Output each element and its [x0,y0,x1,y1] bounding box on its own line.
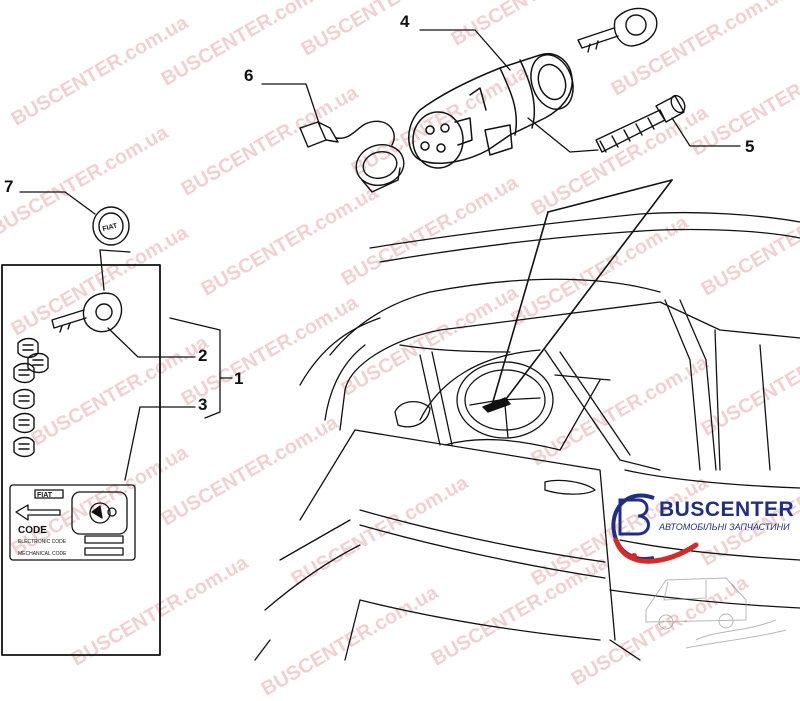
ignition-key-loose [577,7,658,53]
callout-5: 5 [745,137,754,156]
callout-4: 4 [400,12,410,31]
logo-van-illustration [645,577,787,649]
callout-1: 1 [234,369,243,388]
logo-swoosh [613,537,699,564]
shear-bolt [595,94,686,153]
callout-labels: 4 6 5 7 2 1 3 [4,12,754,414]
callout-3: 3 [198,395,207,414]
zoom-cone [491,179,673,408]
buscenter-logo: BUSCENTER АВТОМОБІЛЬНІ ЗАПЧАСТИНИ [606,470,796,660]
immobiliser-antenna-connector [299,120,405,193]
ignition-switch-housing [408,53,574,169]
callout-2: 2 [198,346,207,365]
code-card-mechanical: MECHANICAL CODE [18,551,67,557]
code-card-electronic: ELECTRONIC CODE [18,539,67,545]
badge-text: FIAT [102,222,119,233]
callout-7: 7 [4,177,13,196]
code-card-text: FIAT CODE ELECTRONIC CODE MECHANICAL COD… [18,492,67,557]
lock-cylinders [13,337,49,458]
logo-tagline: АВТОМОБІЛЬНІ ЗАПЧАСТИНИ [659,522,790,532]
logo-name: BUSCENTER [659,498,795,521]
code-card [9,484,136,561]
code-card-brand: FIAT [37,492,53,499]
parts-diagram: 4 6 5 7 2 1 3 FIAT FIAT CODE ELECTRONIC … [1,7,800,661]
car-outline [254,211,800,661]
code-card-code: CODE [18,525,47,536]
kit-frame [1,264,161,656]
callout-6: 6 [244,66,253,85]
fiat-badge [92,206,130,246]
ignition-key [51,292,123,333]
leader-lines [19,29,741,481]
